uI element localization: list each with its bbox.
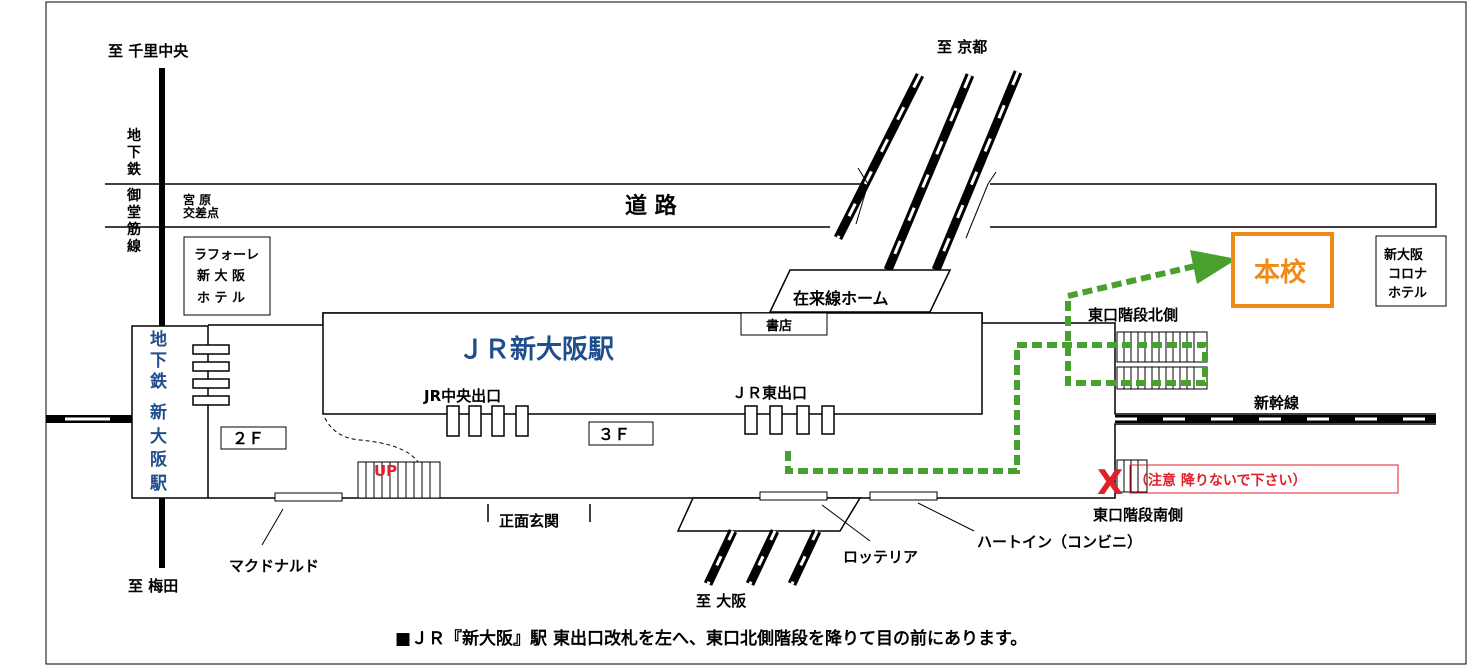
x-mark: X — [1097, 463, 1123, 503]
shinkansen-label: 新幹線 — [1254, 394, 1299, 412]
svg-text:阪: 阪 — [150, 450, 167, 470]
jr-central-exit-gates — [446, 405, 529, 437]
corona-hotel-label-1: 新大阪 — [1384, 247, 1424, 263]
heart-in-label: ハートイン（コンビニ） — [977, 533, 1142, 551]
subway-shin-osaka-label: 地 下 鉄 新 大 阪 駅 — [149, 329, 168, 494]
zairaisen-platform-label: 在来線ホーム — [793, 289, 889, 308]
osaka-platform — [676, 497, 862, 532]
miyahara-crossing-label-1: 宮 原 — [183, 192, 211, 207]
svg-text:新: 新 — [150, 402, 167, 423]
floor-3f-label: ３Ｆ — [598, 425, 630, 444]
east-stairs-north-label: 東口階段北側 — [1088, 306, 1178, 324]
svg-text:大: 大 — [150, 426, 167, 447]
svg-text:堂: 堂 — [127, 204, 141, 221]
heart-in-box — [869, 491, 938, 501]
main-entrance-marks — [487, 504, 591, 522]
main-entrance-label: 正面玄関 — [499, 512, 559, 530]
laforet-hotel-box — [183, 236, 271, 316]
up-label: UP — [374, 462, 397, 480]
footer-instruction: ■ＪＲ『新大阪』駅 東出口改札を左へ、東口北側階段を降りて目の前にあります。 — [395, 628, 1027, 649]
svg-text:下: 下 — [150, 351, 167, 371]
zairaisen-platform — [768, 269, 952, 313]
to-kyoto-label: 至 京都 — [937, 38, 987, 56]
jr-shin-osaka-station-box — [322, 312, 983, 415]
lotteria-pointer — [821, 504, 871, 542]
to-umeda-label: 至 梅田 — [128, 577, 178, 595]
corona-hotel-label-3: ホテル — [1388, 286, 1427, 301]
svg-text:鉄: 鉄 — [150, 371, 167, 392]
miyahara-crossing-label-2: 交差点 — [183, 205, 219, 220]
svg-text:線: 線 — [127, 238, 141, 255]
caution-box — [1129, 464, 1399, 494]
route-to-school — [785, 263, 1208, 474]
route-arrowhead — [1190, 250, 1237, 284]
school-label: 本校 — [1254, 257, 1307, 288]
tracks-to-osaka — [703, 529, 822, 586]
caution-label: （注意 降りないで下さい） — [1134, 472, 1306, 489]
bookstore-box — [740, 312, 828, 336]
mcdonalds-pointer — [261, 508, 284, 546]
laforet-hotel-label-3: ホ テ ル — [197, 291, 245, 306]
floor-3f-box — [588, 421, 654, 446]
east-stairs-south-label: 東口階段南側 — [1093, 506, 1183, 524]
svg-text:筋: 筋 — [127, 221, 141, 238]
svg-text:下: 下 — [127, 145, 141, 161]
jr-east-exit-label: ＪＲ東出口 — [732, 384, 807, 402]
mcdonalds-box — [274, 492, 343, 502]
lotteria-label: ロッテリア — [843, 548, 918, 566]
svg-text:御: 御 — [126, 187, 141, 204]
heart-in-pointer — [917, 502, 975, 532]
stairs-path-dashed — [324, 417, 419, 463]
laforet-hotel-label-2: 新 大 阪 — [197, 268, 246, 284]
laforet-hotel-label-1: ラフォーレ — [194, 248, 259, 263]
school-box — [1231, 232, 1334, 308]
svg-text:鉄: 鉄 — [127, 161, 142, 178]
floor-2f-label: ２Ｆ — [232, 429, 264, 448]
corona-hotel-label-2: コロナ — [1388, 267, 1427, 282]
to-osaka-label: 至 大阪 — [696, 592, 747, 610]
bookstore-label: 書店 — [766, 318, 792, 334]
road-label: 道 路 — [625, 193, 678, 219]
jr-central-exit-label: JR中央出口 — [423, 387, 501, 405]
jr-shin-osaka-station-label: ＪＲ新大阪駅 — [458, 334, 614, 365]
road — [105, 183, 1437, 228]
tracks-to-kyoto — [833, 70, 1023, 272]
to-senri-chuo-label: 至 千里中央 — [108, 42, 189, 60]
svg-text:駅: 駅 — [149, 474, 168, 494]
mcdonalds-label: マクドナルド — [229, 557, 319, 575]
corona-hotel-box — [1375, 235, 1447, 307]
concourse-lower-outline — [208, 423, 1436, 499]
svg-text:地: 地 — [150, 329, 167, 350]
up-stairs — [357, 461, 441, 499]
floor-2f-box — [220, 426, 287, 450]
subway-gates — [192, 344, 230, 406]
jr-east-exit-gates — [744, 405, 835, 435]
lotteria-box — [759, 491, 828, 501]
subway-midosuji-label: 地 下 鉄 御 堂 筋 線 — [126, 127, 142, 255]
svg-text:地: 地 — [127, 127, 141, 144]
